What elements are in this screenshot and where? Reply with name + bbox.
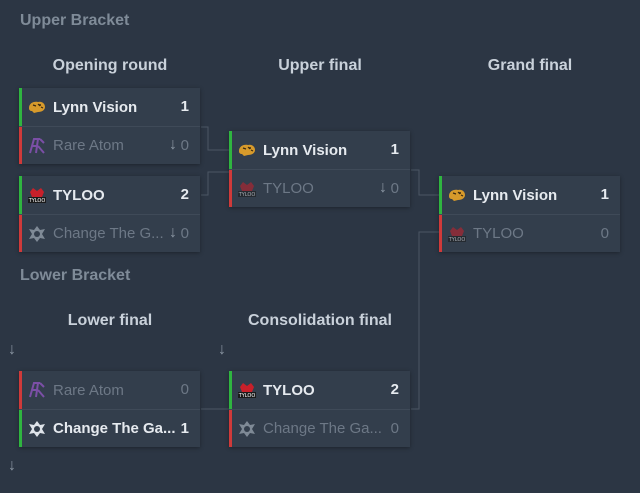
team-name: Lynn Vision	[473, 186, 558, 204]
team-row-winner[interactable]: TYLOO TYLOO 2	[19, 176, 200, 214]
team-name: TYLOO	[53, 186, 105, 204]
team-row-winner[interactable]: Lynn Vision 1	[19, 88, 200, 126]
win-indicator	[19, 410, 22, 447]
match-grand-final[interactable]: Lynn Vision 1 TYLOO TYLOO 0	[439, 176, 620, 252]
team-score: 0	[390, 420, 399, 437]
svg-text:TYLOO: TYLOO	[448, 237, 466, 243]
svg-text:TYLOO: TYLOO	[238, 192, 256, 198]
team-row-winner[interactable]: Change The Ga... 1	[19, 409, 200, 447]
team-score: 2	[180, 186, 189, 203]
match-lower-final[interactable]: Rare Atom 0 Change The Ga... 1	[19, 371, 200, 447]
loss-indicator	[19, 371, 22, 409]
team-name: Lynn Vision	[53, 98, 138, 116]
consolidation-final-title: Consolidation final	[248, 312, 392, 329]
match-consolidation-final[interactable]: TYLOO TYLOO 2 Change The Ga... 0	[229, 371, 410, 447]
loss-indicator	[229, 410, 232, 447]
team-name: Lynn Vision	[263, 141, 348, 159]
upper-bracket-title: Upper Bracket	[20, 12, 130, 29]
team-row-loser[interactable]: Rare Atom ↓ 0	[19, 126, 200, 164]
team-score: 2	[390, 381, 399, 398]
arrow-down-icon: ↓	[379, 179, 387, 196]
match-opening-1[interactable]: Lynn Vision 1 Rare Atom ↓ 0	[19, 88, 200, 164]
win-indicator	[229, 131, 232, 169]
team-row-winner[interactable]: Lynn Vision 1	[229, 131, 410, 169]
svg-text:TYLOO: TYLOO	[238, 393, 256, 399]
team-row-loser[interactable]: Change The Ga... 0	[229, 409, 410, 447]
loss-indicator	[439, 215, 442, 252]
team-name: Rare Atom	[53, 137, 124, 154]
team-name: TYLOO	[473, 225, 524, 242]
loss-indicator	[19, 127, 22, 164]
loss-indicator	[229, 170, 232, 207]
tiger-icon	[29, 101, 45, 113]
team-score: 1	[390, 141, 399, 158]
arrow-down-icon: ↓	[169, 136, 177, 153]
team-row-loser[interactable]: Rare Atom 0	[19, 371, 200, 409]
arrow-down-icon: ↓	[8, 457, 16, 474]
rare-atom-icon	[29, 382, 45, 398]
team-score: 1	[180, 420, 189, 437]
arrow-down-icon: ↓	[218, 341, 226, 358]
team-row-winner[interactable]: Lynn Vision 1	[439, 176, 620, 214]
opening-round-title: Opening round	[52, 57, 168, 74]
tyloo-icon: TYLOO	[448, 227, 466, 243]
team-score: 0	[180, 225, 189, 242]
team-row-loser[interactable]: Change The G... ↓ 0	[19, 214, 200, 252]
tyloo-icon: TYLOO	[238, 383, 256, 399]
win-indicator	[229, 371, 232, 409]
match-opening-2[interactable]: TYLOO TYLOO 2 Change The G... ↓ 0	[19, 176, 200, 252]
tiger-icon	[239, 144, 255, 156]
lower-bracket-title: Lower Bracket	[20, 267, 131, 284]
loss-indicator	[19, 215, 22, 252]
team-row-loser[interactable]: TYLOO TYLOO ↓ 0	[229, 169, 410, 207]
arrow-down-icon: ↓	[169, 224, 177, 241]
tiger-icon	[449, 189, 465, 201]
win-indicator	[19, 88, 22, 126]
tyloo-icon: TYLOO	[238, 182, 256, 198]
team-name: Change The G...	[53, 225, 164, 242]
win-indicator	[439, 176, 442, 214]
team-score: 1	[180, 98, 189, 115]
win-indicator	[19, 176, 22, 214]
team-name: Rare Atom	[53, 381, 124, 399]
team-row-loser[interactable]: TYLOO TYLOO 0	[439, 214, 620, 252]
upper-final-title: Upper final	[278, 57, 362, 74]
change-the-game-icon	[29, 421, 45, 437]
team-score: 0	[180, 381, 189, 398]
change-the-game-icon	[239, 421, 255, 437]
team-score: 0	[600, 225, 609, 242]
team-name: Change The Ga...	[53, 420, 176, 437]
arrow-down-icon: ↓	[8, 341, 16, 358]
tyloo-icon: TYLOO	[28, 188, 46, 204]
change-the-game-icon	[29, 226, 45, 242]
team-row-winner[interactable]: TYLOO TYLOO 2	[229, 371, 410, 409]
team-name: TYLOO	[263, 180, 314, 197]
svg-text:TYLOO: TYLOO	[28, 198, 46, 204]
team-name: TYLOO	[263, 381, 315, 399]
team-name: Change The Ga...	[263, 420, 382, 437]
team-score: 0	[180, 137, 189, 154]
team-score: 0	[390, 180, 399, 197]
team-score: 1	[600, 186, 609, 203]
grand-final-title: Grand final	[487, 57, 573, 74]
rare-atom-icon	[29, 138, 45, 154]
match-upper-final[interactable]: Lynn Vision 1 TYLOO TYLOO ↓ 0	[229, 131, 410, 207]
lower-final-title: Lower final	[67, 312, 153, 329]
